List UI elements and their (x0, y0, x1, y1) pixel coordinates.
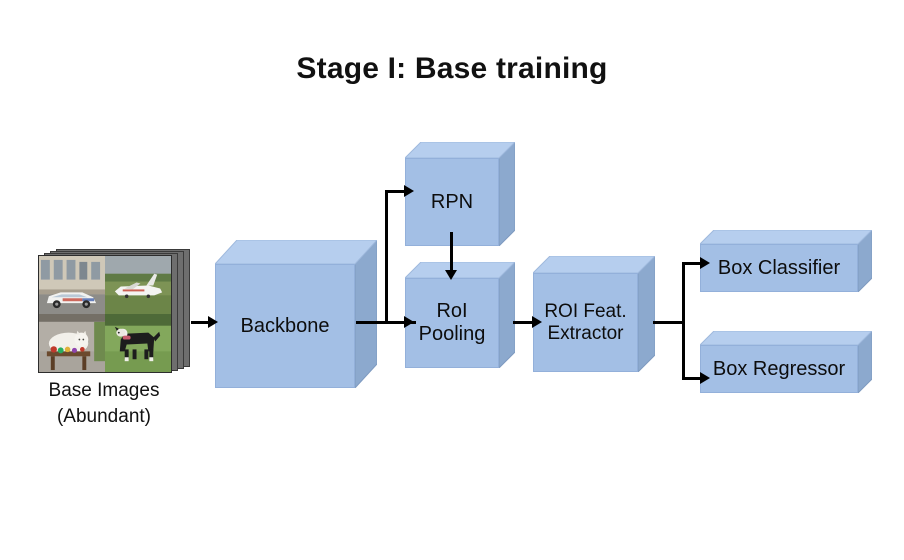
conn-roipool-to-extractor-arrowhead (532, 316, 542, 328)
conn-backbone-to-rpn-segment (385, 190, 410, 193)
backbone-front-face: Backbone (215, 264, 355, 388)
conn-backbone-to-rpn-riser (385, 190, 388, 324)
conn-extractor-to-regressor-segment (682, 377, 706, 380)
conn-extractor-to-classifier-segment (682, 262, 706, 265)
conn-backbone-to-rpn-arrowhead (404, 185, 414, 197)
roi-feat-extractor-front-face: ROI Feat. Extractor (533, 273, 638, 372)
block-rpn[interactable]: RPN (403, 141, 517, 246)
conn-extractor-to-classifier-arrowhead (700, 257, 710, 269)
block-box-regressor[interactable]: Box Regressor (698, 330, 874, 393)
conn-rpn-to-roipool (450, 232, 453, 274)
base-images-caption-line2: (Abundant) (56, 405, 151, 427)
block-roi-feat-extractor[interactable]: ROI Feat. Extractor (531, 255, 657, 372)
block-label-roi-pooling: RoI Pooling (418, 300, 486, 345)
conn-extractor-out-stub (653, 321, 685, 324)
block-label-rpn: RPN (430, 190, 474, 213)
page-title: Stage I: Base training (296, 52, 608, 85)
photo-dog (105, 314, 171, 372)
base-images-grid (38, 255, 172, 373)
box-classifier-front-face: Box Classifier (700, 244, 858, 292)
box-regressor-front-face: Box Regressor (700, 345, 858, 393)
block-label-backbone: Backbone (240, 314, 330, 337)
conn-images-to-backbone (191, 321, 211, 324)
base-images-caption: Base Images (Abundant) (0, 378, 208, 429)
conn-rpn-to-roipool-arrowhead (445, 270, 457, 280)
conn-images-to-backbone-arrowhead (208, 316, 218, 328)
block-roi-pooling[interactable]: RoI Pooling (403, 261, 517, 368)
block-box-classifier[interactable]: Box Classifier (698, 229, 874, 292)
block-label-box-regressor: Box Regressor (712, 357, 846, 380)
conn-roipool-to-extractor (513, 321, 538, 324)
photo-airplane (105, 256, 171, 314)
block-label-box-classifier: Box Classifier (717, 256, 841, 279)
roi-pooling-front-face: RoI Pooling (405, 278, 499, 368)
block-label-roi-feat-extractor: ROI Feat. Extractor (544, 300, 627, 344)
block-backbone[interactable]: Backbone (213, 239, 379, 388)
conn-extractor-branch-riser (682, 262, 685, 380)
base-images-stack (38, 249, 190, 375)
rpn-front-face: RPN (405, 158, 499, 246)
photo-cat (39, 314, 105, 372)
conn-extractor-to-regressor-arrowhead (700, 372, 710, 384)
conn-backbone-to-roipool-arrowhead (404, 316, 414, 328)
photo-police-car (39, 256, 105, 314)
base-images-caption-line1: Base Images (48, 380, 160, 401)
